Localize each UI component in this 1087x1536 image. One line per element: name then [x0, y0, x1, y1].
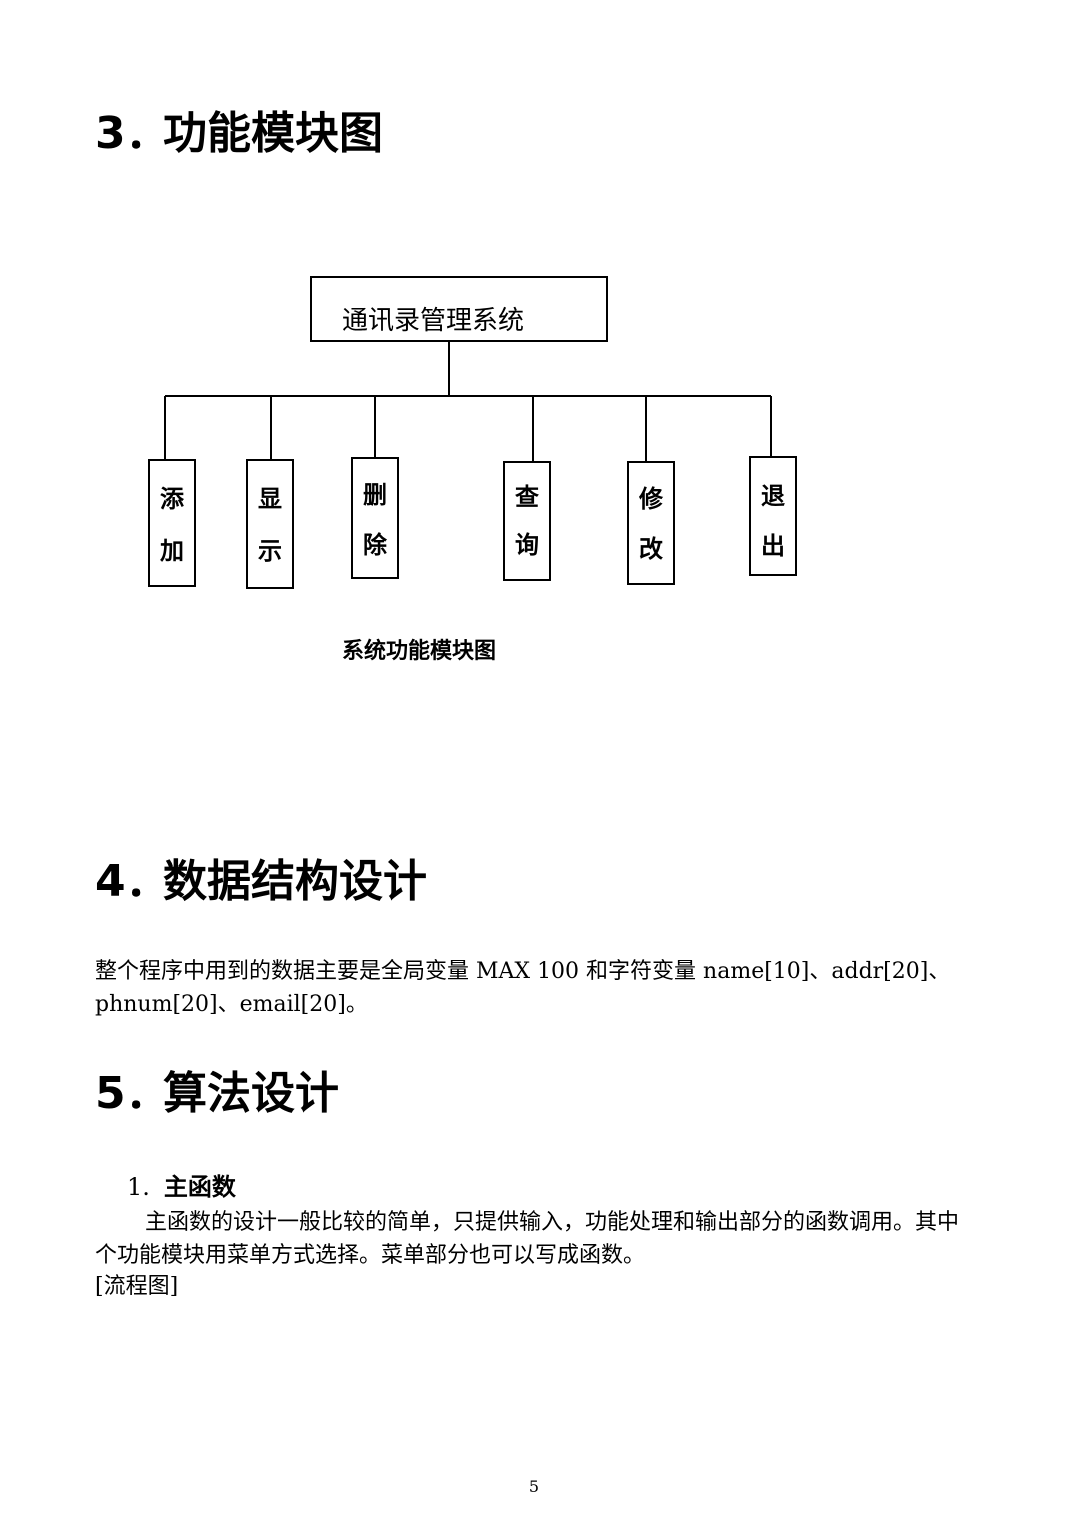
node-modify-char-2: 改	[639, 535, 663, 563]
section-4-title: 数据结构设计	[163, 856, 427, 907]
node-display-char-2: 示	[258, 537, 282, 565]
function-module-diagram: 通讯录管理系统 添 加 显 示 删 除 查 询 修 改 退 出 系统功能模块图	[130, 265, 820, 685]
node-query: 查 询	[503, 461, 551, 581]
subsection-1-title: 主函数	[163, 1173, 236, 1201]
diagram-connectors	[164, 342, 772, 463]
section-3-title: 功能模块图	[163, 108, 383, 159]
node-display-char-1: 显	[258, 485, 282, 513]
page-number: 5	[528, 1477, 540, 1496]
node-delete: 删 除	[351, 457, 399, 579]
node-display: 显 示	[246, 459, 294, 589]
node-exit-char-1: 退	[761, 482, 785, 510]
node-query-char-2: 询	[515, 531, 539, 559]
node-add: 添 加	[148, 459, 196, 587]
subsection-1-paragraph: 主函数的设计一般比较的简单，只提供输入，功能处理和输出部分的函数调用。其中个功能…	[95, 1210, 960, 1268]
flowchart-placeholder: [流程图]	[95, 1274, 179, 1299]
node-add-char-2: 加	[160, 537, 184, 565]
root-node-label: 通讯录管理系统	[342, 306, 525, 336]
section-4-paragraph: 整个程序中用到的数据主要是全局变量 MAX 100 和字符变量 name[10]…	[95, 959, 951, 1017]
section-5-title: 算法设计	[163, 1068, 339, 1119]
node-modify-char-1: 修	[639, 485, 663, 513]
section-3-number: 3．	[95, 108, 170, 159]
node-delete-char-2: 除	[363, 531, 387, 559]
root-node-box: 通讯录管理系统	[310, 276, 608, 342]
node-exit-char-2: 出	[761, 532, 785, 560]
node-exit: 退 出	[749, 456, 797, 576]
section-4-number: 4．	[95, 856, 170, 907]
section-5-number: 5．	[95, 1068, 170, 1119]
section-5-heading: 5．算法设计	[95, 1066, 339, 1122]
diagram-caption: 系统功能模块图	[342, 639, 497, 664]
section-4-heading: 4．数据结构设计	[95, 854, 427, 910]
node-delete-char-1: 删	[363, 481, 387, 509]
subsection-1-heading: 1. 主函数	[127, 1170, 236, 1204]
node-query-char-1: 查	[515, 483, 539, 511]
subsection-1-number: 1.	[127, 1173, 150, 1201]
section-3-heading: 3．功能模块图	[95, 106, 383, 162]
node-add-char-1: 添	[160, 485, 184, 513]
node-modify: 修 改	[627, 461, 675, 585]
